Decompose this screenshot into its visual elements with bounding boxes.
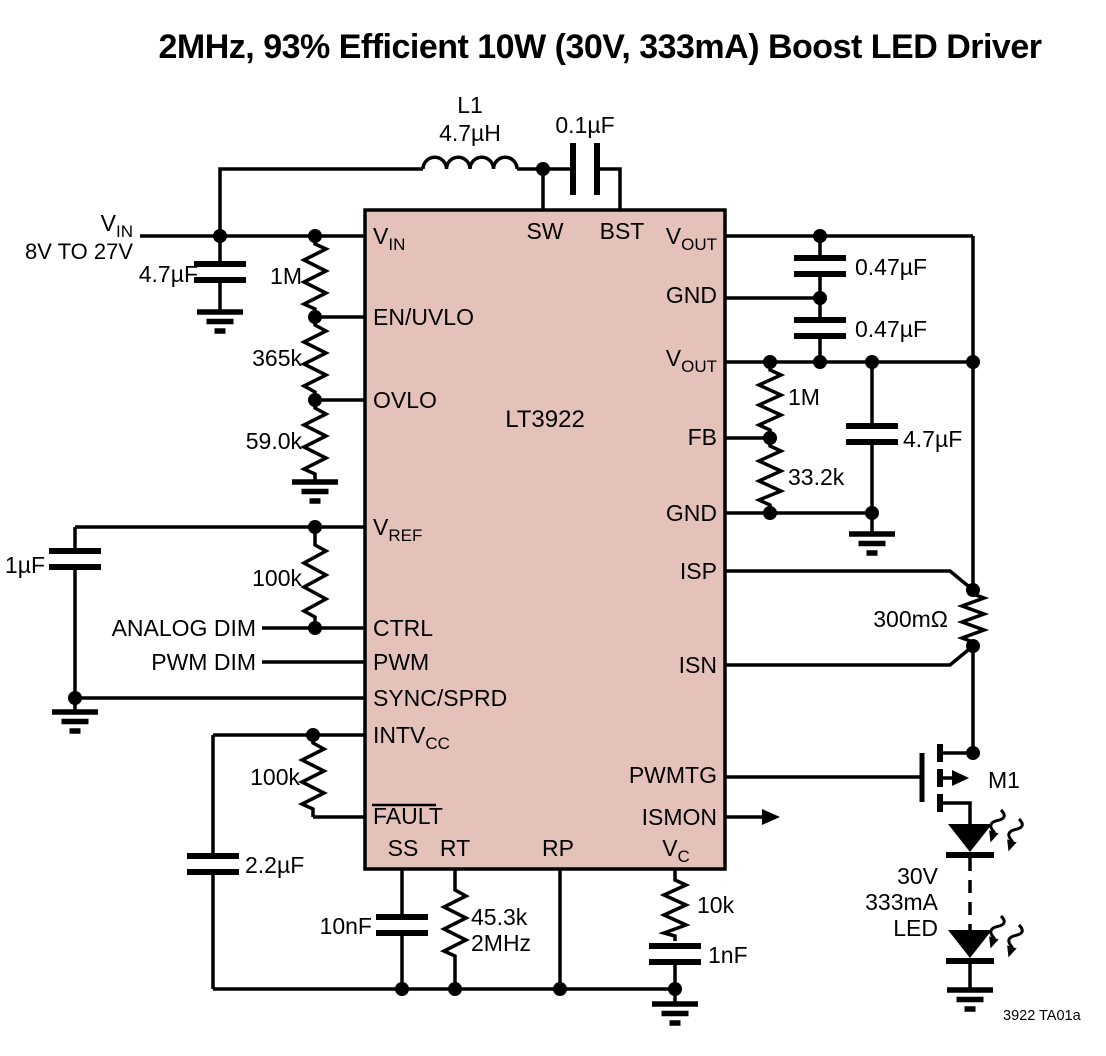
capacitor-intvcc <box>187 853 239 875</box>
rfault-label: 100k <box>250 764 300 790</box>
ismon-arrow <box>762 809 780 825</box>
pin-rt: RT <box>440 835 470 861</box>
rvc-label: 10k <box>697 892 735 918</box>
resistor-ctrl <box>300 527 330 628</box>
resistor-sense <box>956 590 990 646</box>
capacitor-vref <box>49 548 101 570</box>
pin-vref: VREF <box>373 514 422 545</box>
r-uvlo-top-label: 1M <box>270 263 302 289</box>
capacitor-out-bot <box>794 317 846 339</box>
capacitor-bst <box>570 143 600 195</box>
mosfet-m1 <box>919 744 973 824</box>
cbst-label: 0.1µF <box>555 112 614 138</box>
led-voltage-label: 30V <box>897 863 939 889</box>
figure-note: 3922 TA01a <box>1003 1008 1082 1024</box>
pin-isp: ISP <box>680 558 717 584</box>
capacitor-vc <box>649 943 701 965</box>
l1-value-label: 4.7µH <box>439 120 501 146</box>
led-text-label: LED <box>893 915 938 941</box>
ground-out <box>849 531 895 556</box>
light-arrows-led2 <box>989 914 1024 958</box>
capacitor-out-top <box>794 255 846 277</box>
pin-gnd-2: GND <box>666 500 717 526</box>
pin-bst: BST <box>600 218 645 244</box>
ground-led <box>947 987 993 1012</box>
resistor-uvlo-bot <box>299 400 330 482</box>
pin-pwm: PWM <box>373 649 429 675</box>
rctrl-label: 100k <box>252 565 302 591</box>
ic-body <box>363 208 727 871</box>
cout-top-label: 0.47µF <box>855 254 927 280</box>
led-string <box>946 824 994 990</box>
pin-rp: RP <box>542 835 574 861</box>
r-uvlo-bot-label: 59.0k <box>246 428 303 454</box>
css-label: 10nF <box>320 913 372 939</box>
inductor-l1 <box>421 155 519 170</box>
pin-intvcc: INTVCC <box>373 722 450 753</box>
light-arrows-led1 <box>989 808 1024 852</box>
rsense-label: 300mΩ <box>873 606 948 632</box>
resistor-uvlo-top <box>299 236 331 317</box>
pin-isn: ISN <box>679 652 717 678</box>
resistor-fault <box>297 735 328 817</box>
input-range-label: 8V TO 27V <box>25 239 133 264</box>
ic-part-number: LT3922 <box>505 406 585 433</box>
pin-ctrl: CTRL <box>373 615 433 641</box>
m1-label: M1 <box>988 767 1020 793</box>
pin-ss: SS <box>388 835 419 861</box>
pin-fb: FB <box>688 424 717 450</box>
pin-sw: SW <box>526 218 563 244</box>
l1-ref-label: L1 <box>457 92 483 118</box>
ground-uvlo <box>292 479 338 504</box>
capacitor-ss <box>376 914 428 936</box>
resistor-uvlo-mid <box>300 317 330 400</box>
cin-label: 4.7µF <box>139 261 198 287</box>
junction-dots <box>68 162 980 996</box>
pin-gnd-1: GND <box>666 282 717 308</box>
cout2-label: 4.7µF <box>903 426 962 452</box>
capacitor-cin <box>194 261 246 283</box>
cintvcc-label: 2.2µF <box>245 852 304 878</box>
pin-sync-sprd: SYNC/SPRD <box>373 685 507 711</box>
led-1 <box>948 824 992 852</box>
rt-freq-label: 2MHz <box>471 930 531 956</box>
pin-ovlo: OVLO <box>373 387 437 413</box>
pin-pwmtg: PWMTG <box>629 762 717 788</box>
cvref-label: 1µF <box>5 552 45 578</box>
rfb-bot-label: 33.2k <box>788 464 845 490</box>
pin-fault: FAULT <box>373 803 443 829</box>
pin-vout-2: VOUT <box>666 345 717 376</box>
resistor-fb-top <box>754 362 786 438</box>
ground-vref <box>52 709 98 734</box>
resistor-vc <box>658 870 691 941</box>
schematic-title: 2MHz, 93% Efficient 10W (30V, 333mA) Boo… <box>159 28 1042 66</box>
capacitor-out2 <box>846 423 898 445</box>
resistor-rt <box>439 870 470 989</box>
led-current-label: 333mA <box>865 889 939 915</box>
rrt-label: 45.3k <box>471 904 528 930</box>
cvc-label: 1nF <box>708 942 748 968</box>
pwm-dim-label: PWM DIM <box>151 649 256 675</box>
ground-vc <box>652 1001 698 1026</box>
pin-en-uvlo: EN/UVLO <box>373 304 474 330</box>
pin-vout-1: VOUT <box>666 223 717 254</box>
led-2 <box>948 930 992 958</box>
pin-vin: VIN <box>373 223 405 254</box>
r-uvlo-mid-label: 365k <box>252 345 302 371</box>
input-vin-label: VIN <box>101 210 133 241</box>
pin-vc: VC <box>662 835 690 866</box>
ground-symbols <box>52 309 993 1026</box>
resistor-fb-bot <box>754 438 786 513</box>
analog-dim-label: ANALOG DIM <box>112 615 256 641</box>
rfb-top-label: 1M <box>788 384 820 410</box>
ground-cin <box>197 309 243 334</box>
pin-ismon: ISMON <box>642 804 717 830</box>
cout-bot-label: 0.47µF <box>855 316 927 342</box>
